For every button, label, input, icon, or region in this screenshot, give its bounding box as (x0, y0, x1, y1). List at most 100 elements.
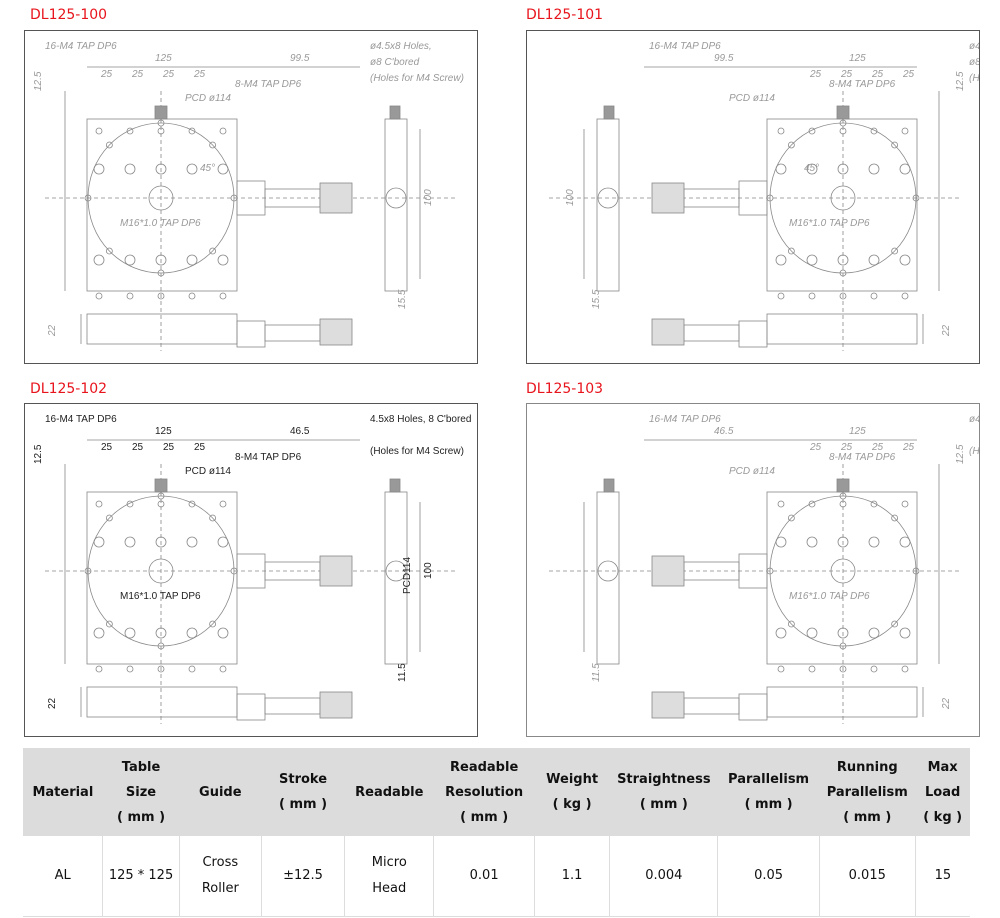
dimension-label-pcd114: PCD114 (402, 557, 413, 594)
tap-hole (126, 127, 134, 135)
bottom-micrometer-body (738, 693, 768, 721)
tap-hole (219, 500, 227, 508)
dimension-label-dim125: 125 (849, 426, 866, 437)
dimension-label-taps8: 8-M4 TAP DP6 (829, 79, 896, 90)
tap-hole (837, 163, 849, 175)
tap-hole (839, 269, 847, 277)
tap-hole (217, 627, 229, 639)
dimension-label-holes3: (Holes for M4 Screw) (370, 73, 464, 84)
tap-hole (891, 247, 899, 255)
tap-hole (901, 500, 909, 508)
tap-hole (126, 292, 134, 300)
tap-hole (157, 500, 165, 508)
tap-hole (839, 292, 847, 300)
spec-cell: 125 * 125 (102, 836, 180, 917)
side-view-hole (385, 560, 407, 582)
tap-hole (105, 620, 113, 628)
dimension-label-25: 25 (902, 69, 915, 80)
dimension-label-25: 25 (132, 442, 144, 453)
side-view-hole (597, 187, 619, 209)
bottom-micrometer-thimble (319, 318, 353, 346)
cell-text: 0.015 (848, 868, 886, 883)
cell-text: ( mm ) (843, 809, 892, 825)
cell-text: Readable (450, 759, 519, 775)
dimension-label-dim12: 12.5 (33, 444, 44, 464)
dimension-label-25: 25 (871, 69, 884, 80)
bottom-micrometer-sleeve (264, 324, 321, 342)
tap-hole (84, 567, 92, 575)
tap-hole (209, 247, 217, 255)
tap-hole (901, 127, 909, 135)
tap-hole (157, 665, 165, 673)
tap-hole (806, 254, 818, 266)
cell-text: Resolution (445, 784, 524, 800)
tap-hole (219, 292, 227, 300)
tap-hole (157, 119, 165, 127)
dimension-label-holes1: 4.5x8 Holes, 8 C'bored (370, 414, 471, 425)
spec-cell: Stroke( mm ) (261, 748, 345, 836)
tap-hole (124, 536, 136, 548)
dimension-label-taps16: 16-M4 TAP DP6 (45, 41, 117, 52)
dimension-label-taps8: 8-M4 TAP DP6 (235, 79, 302, 90)
tap-hole (777, 127, 785, 135)
tap-hole (787, 247, 795, 255)
dimension-label-holes1: ø4.5x8 Holes, ø8 C'bored (969, 414, 979, 425)
tap-hole (806, 163, 818, 175)
dimension-label-25: 25 (193, 69, 206, 80)
tap-hole (891, 141, 899, 149)
dimension-label-pcd: PCD ø114 (729, 93, 775, 104)
tap-hole (105, 141, 113, 149)
bottom-view (766, 686, 918, 718)
tap-hole (775, 163, 787, 175)
dimension-label-taps8: 8-M4 TAP DP6 (829, 452, 896, 463)
side-knob (603, 478, 615, 493)
dimension-label-angle: 45° (200, 163, 215, 174)
tap-hole (775, 627, 787, 639)
tap-hole (870, 292, 878, 300)
dimension-label-holes3: (Holes for M4 Screw) (370, 446, 464, 457)
tap-hole (155, 163, 167, 175)
tap-hole (84, 194, 92, 202)
tap-hole (124, 163, 136, 175)
tap-hole (217, 536, 229, 548)
geometry (45, 66, 455, 351)
dimension-label-dim125: 125 (155, 53, 172, 64)
tap-hole (93, 254, 105, 266)
cell-text: Roller (201, 881, 239, 896)
side-knob (389, 105, 401, 120)
tap-hole (808, 127, 816, 135)
tap-hole (839, 665, 847, 673)
dimension-label-dim99: 99.5 (714, 53, 734, 64)
cell-text: Readable (355, 784, 424, 800)
dimension-label-25: 25 (871, 442, 884, 453)
dimension-label-holes2: ø8 C'bored (370, 57, 420, 68)
dimension-label-25: 25 (194, 442, 206, 453)
dimension-label-dim11: 11.5 (397, 663, 408, 682)
dimension-label-dim11: 11.5 (591, 663, 602, 682)
cell-text: Max (927, 759, 958, 775)
tap-hole (787, 620, 795, 628)
tap-hole (777, 665, 785, 673)
dimension-label-pcd: PCD ø114 (185, 93, 231, 104)
dimension-label-holes1: ø4.5x8 Holes, (370, 41, 432, 52)
dimension-label-dim15: 15.5 (591, 289, 602, 309)
cell-text: Micro (371, 855, 407, 870)
tap-hole (868, 627, 880, 639)
tap-hole (808, 500, 816, 508)
cell-text: Guide (199, 784, 242, 800)
dimension-label-taps16: 16-M4 TAP DP6 (45, 414, 117, 425)
dimension-label-25: 25 (902, 442, 915, 453)
dimension-label-m16: M16*1.0 TAP DP6 (789, 218, 870, 229)
dimension-label-angle: 45° (804, 163, 819, 174)
dimension-label-dim100: 100 (423, 189, 434, 206)
spec-cell: AL (23, 836, 104, 917)
title-dl125-103: DL125-103 (526, 381, 604, 397)
spec-cell: 0.01 (433, 836, 535, 917)
tap-hole (188, 127, 196, 135)
